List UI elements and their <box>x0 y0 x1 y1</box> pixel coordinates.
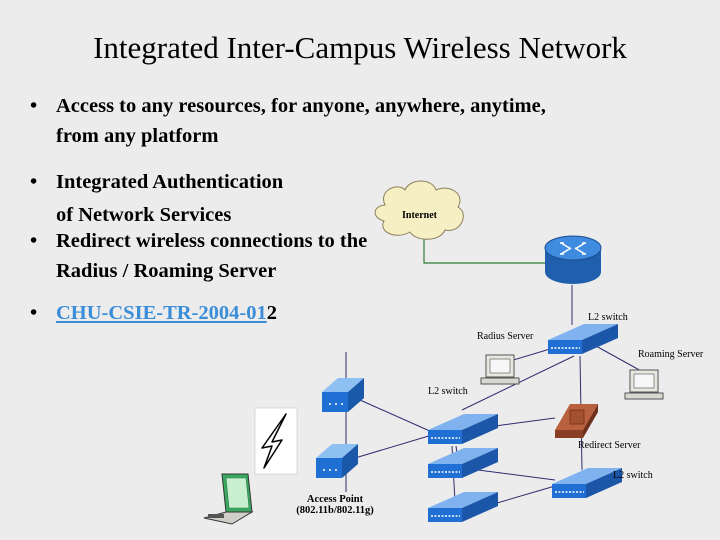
l2-switch-bottom-label: L2 switch <box>613 470 653 481</box>
bullet-access-line1: Access to any resources, for anyone, any… <box>56 95 546 117</box>
link-ap1-l2mid <box>359 399 433 433</box>
link-ap2-l2mid <box>354 434 433 459</box>
access-point-label-line1: Access Point <box>306 494 364 505</box>
bullet-dot: • <box>30 302 38 324</box>
l2-switch-top-icon <box>548 324 618 354</box>
internet-label: Internet <box>402 210 437 221</box>
bullet-dot: • <box>30 230 38 252</box>
roaming-server-icon <box>624 369 664 400</box>
access-point-label-line2: (802.11b/802.11g) <box>296 505 374 516</box>
report-link[interactable]: CHU-CSIE-TR-2004-01 <box>56 302 267 324</box>
wireless-signal-icon <box>254 407 298 475</box>
l2-switch-b1-icon <box>428 448 498 478</box>
bullet-authentication-line1: Integrated Authentication <box>56 171 284 193</box>
report-text: CHU-CSIE-TR-2004-012 <box>56 299 277 328</box>
bullet-dot: • <box>30 171 38 193</box>
bullet-redirect-line2: Radius / Roaming Server <box>56 260 277 282</box>
link-l2bottom-l2b1 <box>477 469 556 481</box>
bullet-access-line2: from any platform <box>56 125 219 147</box>
radius-server-label: Radius Server <box>477 331 534 342</box>
l2-switch-bottom-icon <box>552 468 622 498</box>
report-suffix: 2 <box>266 302 277 324</box>
access-point-1-icon <box>322 378 364 412</box>
bullet-authentication-line2: of Network Services <box>56 204 232 226</box>
access-point-label: Access Point (802.11b/802.11g) <box>280 494 390 516</box>
redirect-server-label: Redirect Server <box>578 440 641 451</box>
l2-switch-mid-label: L2 switch <box>428 386 468 397</box>
slide-title: Integrated Inter-Campus Wireless Network <box>93 30 627 65</box>
bullet-redirect-line1: Redirect wireless connections to the <box>56 230 368 252</box>
radius-server-icon <box>480 354 520 385</box>
access-point-2-icon <box>316 444 358 478</box>
internet-cloud <box>374 180 464 240</box>
router-icon <box>544 235 602 284</box>
link-l2top-roaming <box>595 345 644 373</box>
redirect-server-icon <box>555 404 598 438</box>
laptop-icon <box>203 473 254 525</box>
l2-switch-b2-icon <box>428 492 498 522</box>
l2-switch-mid-icon <box>428 414 498 444</box>
l2-switch-top-label: L2 switch <box>588 312 628 323</box>
roaming-server-label: Roaming Server <box>638 349 704 360</box>
bullet-dot: • <box>30 95 38 117</box>
